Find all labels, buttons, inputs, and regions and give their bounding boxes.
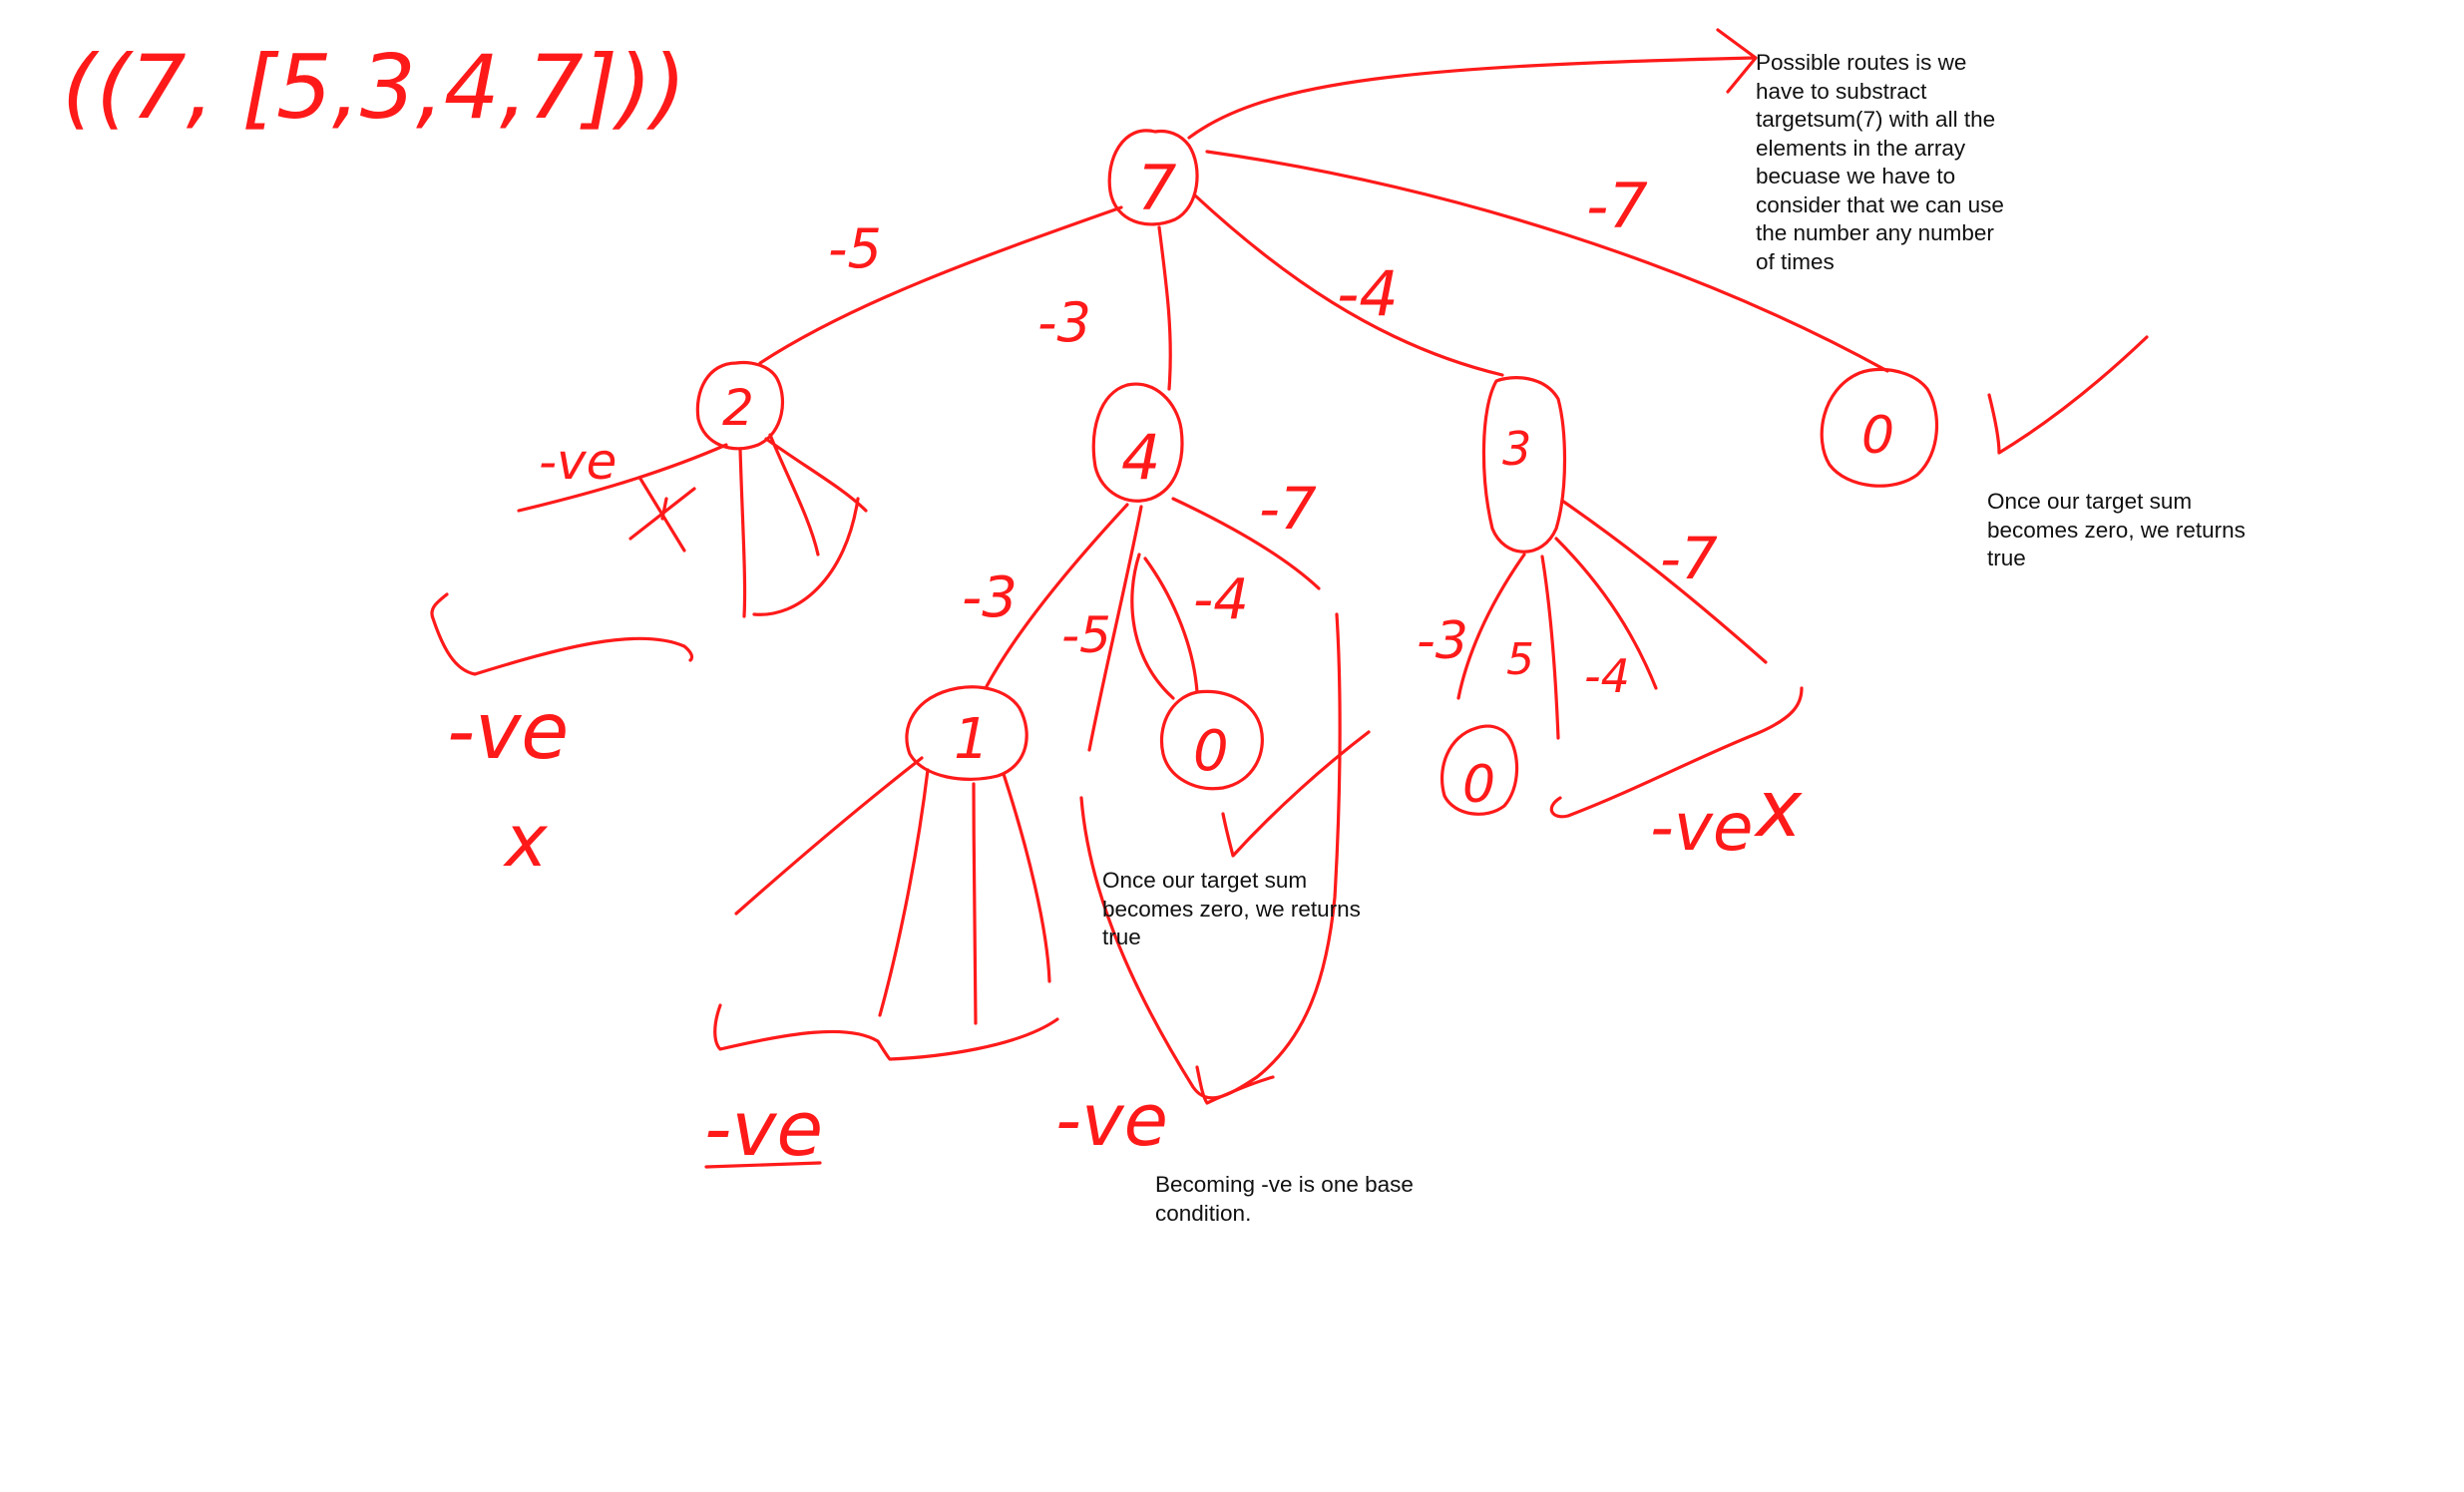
check-four-negative (1195, 1065, 1275, 1105)
edge-root-to-3 (1193, 193, 1504, 377)
node-root-label: 7 (1137, 152, 1176, 224)
edge-label-three-minus-5: 5 (1506, 634, 1534, 685)
node-one-label: 1 (954, 707, 990, 772)
edge-label-root-minus-7: -7 (1586, 170, 1648, 242)
arrow-to-routes-note (1187, 28, 1758, 140)
node-three-zero-label: 0 (1462, 755, 1495, 815)
note-zero-returns-true-middle: Once our target sum becomes zero, we ret… (1102, 868, 1361, 949)
mark-one-negative: -ve (704, 1084, 823, 1173)
edge-label-three-minus-3: -3 (1417, 611, 1468, 671)
function-call-text: ((7, [5,3,4,7])) (62, 36, 686, 139)
mark-four-negative: -ve (1055, 1078, 1168, 1162)
note-zero-returns-true-right: Once our target sum becomes zero, we ret… (1987, 489, 2246, 570)
edge-four-to-1 (984, 503, 1129, 690)
edge-label-three-minus-4: -4 (1584, 649, 1630, 703)
edge-label-four-minus-3: -3 (962, 565, 1018, 630)
mark-two-negative-lower: -ve (447, 687, 569, 777)
node-root-zero-label: 0 (1861, 406, 1894, 466)
edge-root-to-2 (758, 205, 1123, 365)
node-two-label: 2 (722, 379, 754, 437)
note-possible-routes: Possible routes is we have to substract … (1756, 50, 2004, 274)
node-two-branches (517, 433, 868, 618)
mark-one-underline (704, 1161, 822, 1169)
check-root-zero (1987, 335, 2149, 455)
node-two-brace (430, 592, 694, 676)
node-one-brace (713, 1003, 1059, 1061)
node-root-zero: 0 (1820, 367, 1939, 488)
node-three-branches (1456, 499, 1768, 740)
node-one: 1 (905, 685, 1028, 781)
node-four-zero-label: 0 (1193, 719, 1229, 784)
edge-label-root-minus-4: -4 (1337, 257, 1399, 330)
edge-label-root-minus-5: -5 (828, 217, 882, 280)
edge-label-four-minus-7: -7 (1259, 475, 1317, 543)
mark-three-negative: -ve (1650, 789, 1753, 866)
node-three-brace (1549, 686, 1804, 819)
edge-four-to-0-upper (1143, 557, 1199, 694)
node-one-branches (734, 756, 1051, 1025)
node-three-zero: 0 (1439, 724, 1519, 816)
edge-label-three-minus-7: -7 (1660, 525, 1718, 592)
node-root: 7 (1107, 129, 1199, 226)
edge-label-four-minus-4: -4 (1193, 567, 1249, 632)
mark-two-fail: x (503, 799, 549, 883)
node-four-label: 4 (1121, 421, 1160, 494)
node-four-zero: 0 (1159, 689, 1264, 791)
edge-four-to-0 (1130, 553, 1175, 700)
edge-label-root-minus-3: -3 (1037, 291, 1091, 354)
edge-label-four-minus-5: -5 (1061, 606, 1111, 664)
node-two: 2 (695, 360, 784, 451)
mark-two-cross (628, 477, 696, 553)
mark-two-negative: -ve (539, 433, 616, 491)
check-four-zero (1221, 730, 1371, 858)
node-three-label: 3 (1502, 422, 1531, 476)
edge-root-to-4 (1157, 225, 1172, 391)
mark-three-fail: x (1753, 765, 1803, 855)
node-four-long-loop (1079, 612, 1342, 1100)
edge-four-negative (1087, 505, 1143, 752)
edge-four-minus-7 (1171, 497, 1321, 590)
edge-root-to-0 (1205, 150, 1889, 373)
note-base-condition: Becoming -ve is one base condition. (1155, 1172, 1414, 1226)
node-four: 4 (1091, 382, 1184, 503)
node-three: 3 (1481, 376, 1567, 554)
